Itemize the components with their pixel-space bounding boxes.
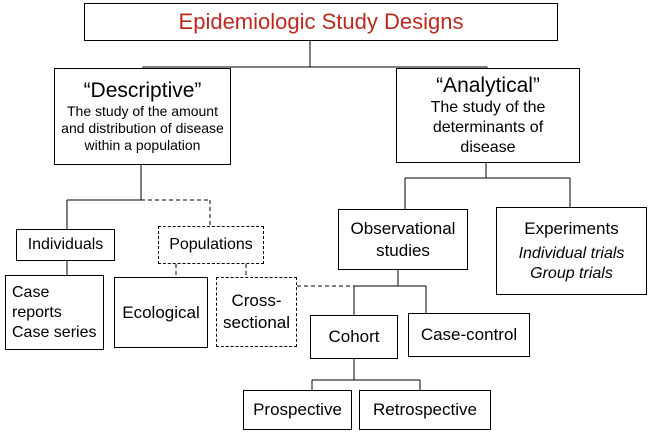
descriptive-definition-line: The study of the amount <box>67 103 218 119</box>
populations-box: Populations <box>158 226 264 264</box>
case-reports-line: reports <box>12 303 62 321</box>
experiments-item: Individual trials <box>518 245 625 262</box>
title-box: Epidemiologic Study Designs <box>84 3 558 41</box>
prospective-box: Prospective <box>243 390 352 430</box>
analytical-box: “Analytical” The study of the determinan… <box>396 68 580 163</box>
individuals-box: Individuals <box>16 229 115 261</box>
analytical-heading: “Analytical” <box>436 73 540 97</box>
cohort-label: Cohort <box>328 327 380 346</box>
individuals-label: Individuals <box>27 236 104 253</box>
case-control-label: Case-control <box>420 325 518 344</box>
analytical-definition-line: The study of the <box>430 98 546 116</box>
descriptive-box: “Descriptive” The study of the amount an… <box>54 68 231 165</box>
case-reports-line: Case <box>12 283 50 301</box>
ecological-label: Ecological <box>122 302 200 322</box>
experiments-box: Experiments Individual trials Group tria… <box>496 207 647 295</box>
analytical-definition-line: determinants of <box>432 118 544 136</box>
cross-sectional-box: Cross- sectional <box>216 277 297 347</box>
retrospective-label: Retrospective <box>373 400 477 419</box>
descriptive-definition-line: within a population <box>84 137 201 153</box>
observational-line: studies <box>376 240 430 260</box>
diagram-title: Epidemiologic Study Designs <box>178 9 464 34</box>
experiments-label: Experiments <box>524 219 619 238</box>
experiments-item: Group trials <box>530 265 613 282</box>
ecological-box: Ecological <box>114 277 208 348</box>
cross-sectional-line: Cross- <box>231 291 282 310</box>
cohort-box: Cohort <box>310 315 398 359</box>
descriptive-definition-line: and distribution of disease <box>61 120 224 136</box>
cross-sectional-line: sectional <box>222 313 291 332</box>
observational-line: Observational <box>350 218 456 238</box>
retrospective-box: Retrospective <box>359 390 491 430</box>
prospective-label: Prospective <box>253 400 342 419</box>
case-reports-line: Case series <box>12 323 97 341</box>
descriptive-heading: “Descriptive” <box>83 79 202 102</box>
observational-studies-box: Observational studies <box>338 209 468 270</box>
analytical-definition-line: disease <box>460 138 516 156</box>
populations-label: Populations <box>169 236 253 253</box>
case-control-box: Case-control <box>408 313 530 357</box>
case-reports-box: Case reports Case series <box>5 275 104 350</box>
